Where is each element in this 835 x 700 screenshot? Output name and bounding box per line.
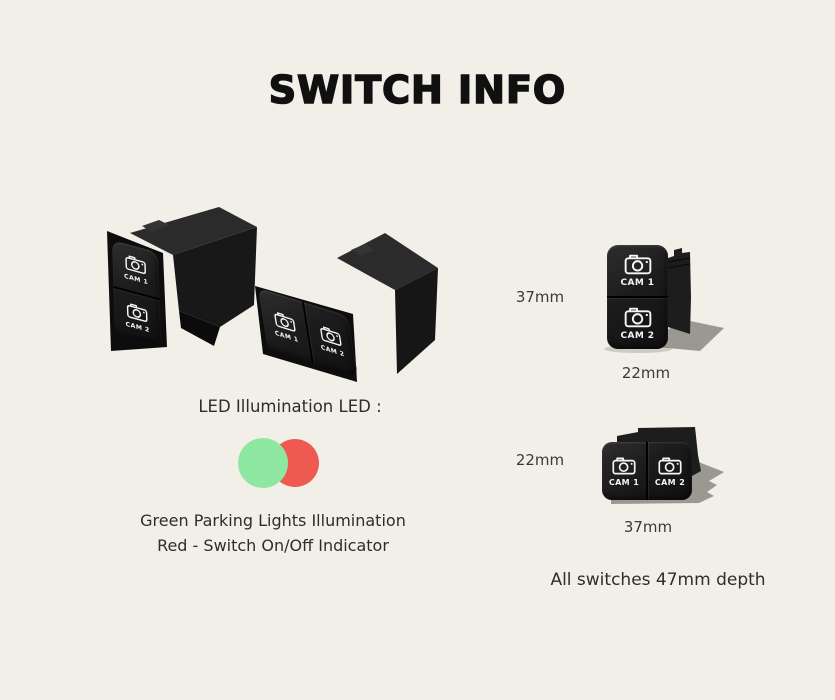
vertical-switch-width-label: 22mm (621, 364, 671, 382)
led-green-description: Green Parking Lights Illumination (140, 511, 406, 530)
button-face: CAM 1 CAM 2 (607, 245, 668, 349)
cam2-label: CAM 2 (654, 477, 686, 487)
horizontal-switch-height-label: 22mm (515, 451, 565, 469)
page-title: SWITCH INFO (268, 67, 567, 113)
led-heading: LED Illumination LED : (198, 397, 382, 416)
cam1-label: CAM 1 (608, 477, 640, 487)
switch-3d-vertical: CAM 1 CAM 2 (93, 193, 263, 398)
cam1-label: CAM 1 (620, 278, 655, 288)
switch-3d-horizontal: CAM 1 CAM 2 (251, 222, 451, 402)
button-divider (646, 442, 648, 500)
switch-front-vertical: CAM 1 CAM 2 (600, 238, 765, 363)
camera-icon (624, 307, 651, 328)
camera-icon (658, 457, 682, 474)
depth-note: All switches 47mm depth (550, 570, 766, 590)
led-green-indicator (238, 438, 288, 488)
button-face: CAM 1 CAM 2 (112, 240, 162, 347)
cam1-button: CAM 1 (602, 442, 646, 500)
cam1-button: CAM 1 (607, 245, 668, 296)
cam2-button: CAM 2 (648, 442, 692, 500)
vertical-switch-height-label: 37mm (515, 288, 565, 306)
led-red-description: Red - Switch On/Off Indicator (157, 536, 389, 555)
horizontal-switch-width-label: 37mm (623, 518, 673, 536)
cam2-label: CAM 2 (620, 331, 655, 341)
cam2-button: CAM 2 (607, 298, 668, 349)
camera-icon (624, 254, 651, 275)
button-divider (607, 296, 668, 298)
button-face: CAM 1 CAM 2 (602, 442, 692, 500)
camera-icon (612, 457, 636, 474)
switch-front-horizontal: CAM 1 CAM 2 (595, 415, 765, 530)
